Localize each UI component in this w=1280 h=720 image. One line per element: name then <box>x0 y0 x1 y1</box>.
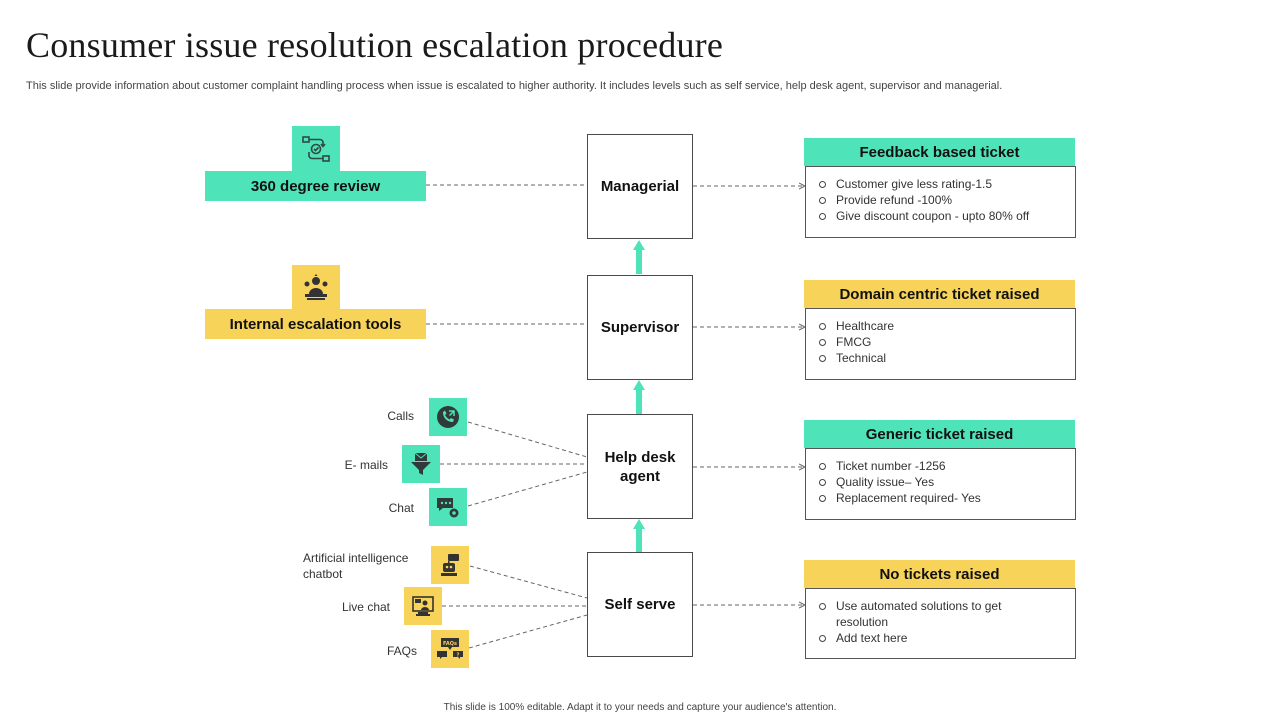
channel-label-chat: Chat <box>388 501 414 515</box>
chat-settings-icon <box>429 488 467 526</box>
svg-text:?: ? <box>457 653 460 659</box>
chatbot-icon <box>431 546 469 584</box>
connector-chatbot <box>469 565 588 599</box>
ticket-item: Use automated solutions to get resolutio… <box>818 598 1038 630</box>
page-subtitle: This slide provide information about cus… <box>26 80 1003 92</box>
channel-label-faqs: FAQs <box>386 644 417 658</box>
svg-text:FAQs: FAQs <box>443 641 457 647</box>
channel-label-chatbot: Artificial intelligence chatbot <box>303 551 409 581</box>
ticket-body-generic: Ticket number -1256 Quality issue– Yes R… <box>805 448 1076 520</box>
email-funnel-icon <box>402 445 440 483</box>
faq-icon: FAQs ? <box>431 630 469 668</box>
escalation-arrow-3 <box>633 519 645 552</box>
ticket-heading-no-tickets: No tickets raised <box>804 560 1075 588</box>
live-chat-icon <box>404 587 442 625</box>
connector-calls <box>467 421 588 458</box>
footer-note: This slide is 100% editable. Adapt it to… <box>443 702 837 713</box>
tool-360-degree-review: 360 degree review <box>205 171 426 201</box>
phone-call-icon <box>429 398 467 436</box>
level-managerial: Managerial <box>587 134 693 239</box>
team-support-icon <box>292 265 340 311</box>
ticket-heading-generic: Generic ticket raised <box>804 420 1075 448</box>
ticket-heading-feedback: Feedback based ticket <box>804 138 1075 166</box>
ticket-item: Provide refund -100% <box>818 192 1067 208</box>
tool-internal-escalation-tools: Internal escalation tools <box>205 309 426 339</box>
ticket-item: Customer give less rating-1.5 <box>818 176 1067 192</box>
process-cycle-icon <box>292 126 340 172</box>
ticket-heading-domain-centric: Domain centric ticket raised <box>804 280 1075 308</box>
ticket-body-feedback: Customer give less rating-1.5 Provide re… <box>805 166 1076 238</box>
level-supervisor: Supervisor <box>587 275 693 380</box>
connector-chat <box>467 471 588 507</box>
level-self-serve: Self serve <box>587 552 693 657</box>
ticket-item: Give discount coupon - upto 80% off <box>818 208 1067 224</box>
channel-label-calls: Calls <box>387 409 414 423</box>
ticket-body-domain-centric: Healthcare FMCG Technical <box>805 308 1076 380</box>
ticket-item: Ticket number -1256 <box>818 458 1067 474</box>
level-help-desk-agent: Help desk agent <box>587 414 693 519</box>
escalation-arrow-1 <box>633 240 645 274</box>
ticket-item: Add text here <box>818 630 1067 646</box>
channel-label-emails: E- mails <box>344 458 388 472</box>
ticket-item: Technical <box>818 350 1067 366</box>
ticket-item: Healthcare <box>818 318 1067 334</box>
ticket-body-no-tickets: Use automated solutions to get resolutio… <box>805 588 1076 659</box>
channel-label-live-chat: Live chat <box>341 600 390 614</box>
escalation-arrow-2 <box>633 380 645 414</box>
ticket-item: Replacement required- Yes <box>818 490 1067 506</box>
ticket-item: FMCG <box>818 334 1067 350</box>
connector-faqs <box>468 614 588 649</box>
page-title: Consumer issue resolution escalation pro… <box>26 25 724 65</box>
ticket-item: Quality issue– Yes <box>818 474 1067 490</box>
